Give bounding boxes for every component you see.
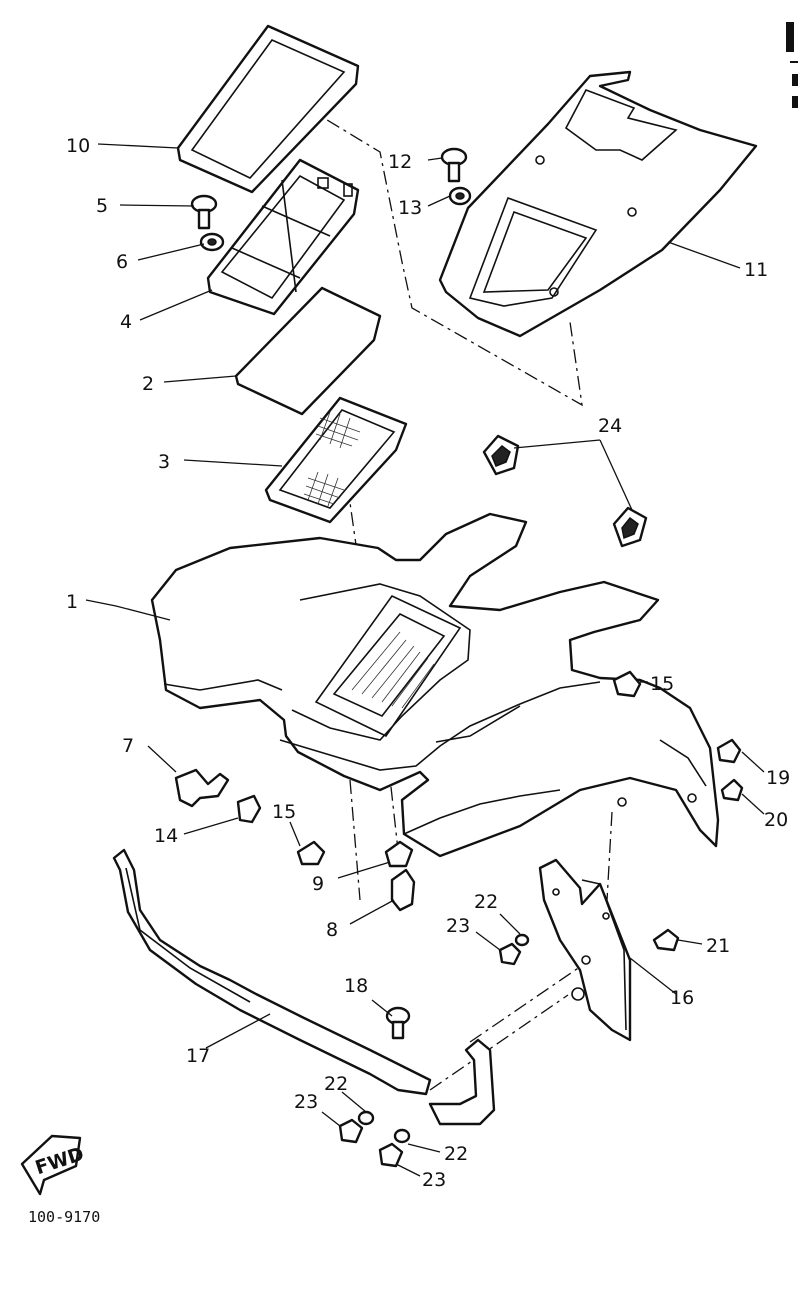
part-12-bolt: [440, 147, 468, 183]
part-13-grommet: [448, 186, 472, 206]
part-3-screen: [264, 396, 408, 524]
part-9-cap: [384, 840, 414, 868]
callout-9: 9: [312, 873, 324, 895]
callout-3: 3: [158, 451, 170, 473]
part-15-bolt-right: [612, 670, 642, 698]
part-24-cushion-a: [482, 434, 520, 476]
callout-14: 14: [154, 825, 178, 847]
part-5-screw: [190, 194, 218, 230]
callout-22-c: 22: [444, 1143, 468, 1165]
callout-20: 20: [764, 809, 788, 831]
part-14-clamp: [236, 794, 262, 824]
callout-10: 10: [66, 135, 90, 157]
part-20-bolt: [720, 778, 744, 802]
callout-4: 4: [120, 311, 132, 333]
part-22-washer-a: [514, 933, 530, 947]
part-23-nut-c: [378, 1142, 404, 1168]
part-8-drain-plug: [390, 868, 416, 912]
part-19-bolt: [716, 738, 742, 764]
part-11-front-cover: [438, 70, 758, 338]
callout-17: 17: [186, 1045, 210, 1067]
callout-22-b: 22: [324, 1073, 348, 1095]
callout-21: 21: [706, 935, 730, 957]
callout-12: 12: [388, 151, 412, 173]
part-15-bolt-lower: [296, 840, 326, 866]
callout-19: 19: [766, 767, 790, 789]
part-23-nut-a: [498, 942, 522, 966]
callout-23-b: 23: [294, 1091, 318, 1113]
part-2-filter-element: [234, 286, 382, 416]
callout-5: 5: [96, 195, 108, 217]
callout-8: 8: [326, 919, 338, 941]
callout-15-lower: 15: [272, 801, 296, 823]
callout-23-a: 23: [446, 915, 470, 937]
callout-6: 6: [116, 251, 128, 273]
part-22-washer-c: [393, 1128, 411, 1144]
callout-23-c: 23: [422, 1169, 446, 1191]
callout-16: 16: [670, 987, 694, 1009]
part-24-cushion-b: [612, 506, 648, 548]
callout-labels: 10 5 6 4 2 3 1 7 14 15 9 8 12 13 11 24 1…: [66, 135, 790, 1191]
callout-1: 1: [66, 591, 78, 613]
part-7-hose-joint: [174, 768, 230, 808]
leader-lines: [85, 143, 765, 1177]
callout-22-a: 22: [474, 891, 498, 913]
callout-2: 2: [142, 373, 154, 395]
part-17-rear-bar: [112, 848, 496, 1126]
callout-7: 7: [122, 735, 134, 757]
part-4-airbox-frame: [206, 158, 360, 316]
part-16-mudflap-bracket: [538, 858, 632, 1042]
part-21-bolt: [652, 928, 680, 952]
callout-24: 24: [598, 415, 622, 437]
callout-18: 18: [344, 975, 368, 997]
fwd-arrow-icon: FWD: [20, 1134, 87, 1196]
edge-marks: [786, 22, 798, 108]
part-23-nut-b: [338, 1118, 364, 1144]
drawing-code: 100-9170: [28, 1208, 100, 1226]
part-6-washer: [199, 232, 225, 252]
part-22-washer-b: [357, 1110, 375, 1126]
part-18-bolt: [385, 1006, 411, 1040]
callout-13: 13: [398, 197, 422, 219]
callout-11: 11: [744, 259, 768, 281]
part-1-rear-fender: [150, 512, 720, 858]
callout-15-right: 15: [650, 673, 674, 695]
part-10-frame: [176, 24, 360, 194]
